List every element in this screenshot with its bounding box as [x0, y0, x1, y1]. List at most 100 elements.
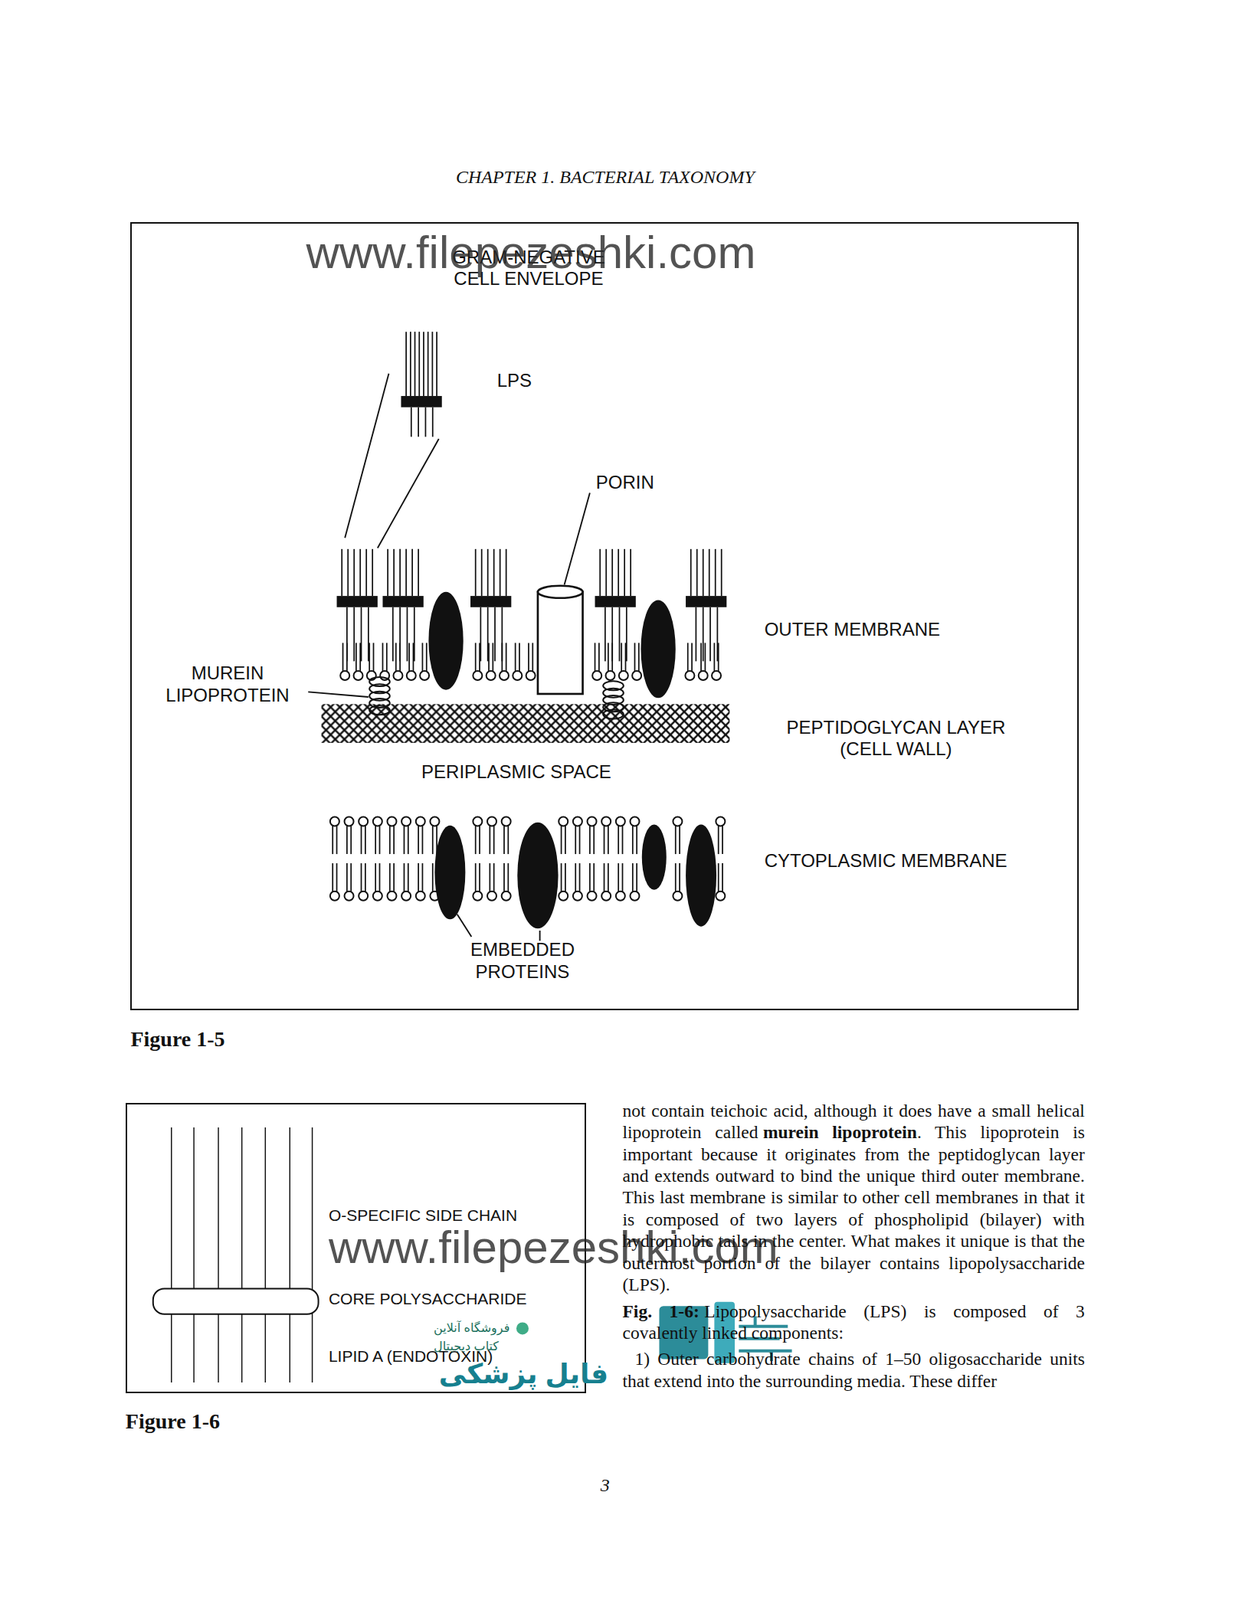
- stroke: [389, 825, 391, 855]
- stroke: [331, 825, 334, 855]
- stroke: [407, 825, 410, 855]
- lipid-head: [429, 816, 440, 826]
- stroke: [417, 863, 420, 892]
- stroke: [422, 863, 424, 892]
- stroke: [493, 825, 495, 855]
- stroke: [410, 407, 413, 438]
- lipid-head: [393, 671, 403, 681]
- bold-term: Fig. 1-6:: [622, 1301, 700, 1322]
- stroke: [507, 825, 509, 855]
- lipid-head: [672, 891, 682, 901]
- stroke: [408, 642, 410, 672]
- stroke: [422, 642, 424, 672]
- stroke: [399, 549, 401, 597]
- lipid-head: [601, 816, 611, 826]
- stroke: [364, 863, 367, 892]
- stroke: [560, 863, 563, 892]
- stroke: [359, 549, 361, 597]
- lipid-head: [619, 671, 629, 681]
- lipid-head: [684, 671, 695, 681]
- lipid-head: [487, 816, 497, 826]
- stroke: [475, 863, 477, 892]
- lipid-head: [698, 671, 708, 681]
- lps-core: [470, 596, 512, 608]
- stroke: [479, 607, 482, 662]
- stroke: [617, 549, 620, 597]
- lipid-head: [419, 671, 430, 681]
- stroke: [307, 691, 369, 698]
- stroke: [355, 642, 358, 672]
- lipid-head: [629, 816, 639, 826]
- lipid-head: [330, 891, 340, 901]
- stroke: [632, 863, 634, 892]
- stroke: [721, 825, 724, 855]
- lipid-head: [353, 671, 364, 681]
- lps-core: [382, 596, 423, 608]
- stroke: [717, 863, 720, 892]
- cell-envelope-drawing: [307, 331, 730, 941]
- lipid-head: [558, 816, 568, 826]
- membrane-protein: [642, 824, 667, 890]
- lipid-head: [501, 816, 512, 826]
- figure-number: Figure 1-6: [125, 1408, 220, 1436]
- stroke: [193, 1127, 194, 1383]
- stroke: [674, 863, 677, 892]
- stroke: [702, 607, 705, 662]
- lipid-head: [526, 671, 536, 681]
- stroke: [406, 607, 409, 662]
- stroke: [350, 825, 352, 855]
- stroke: [425, 642, 428, 672]
- body-text: 1) Outer carbohydrate chains of 1–50 oli…: [622, 1349, 1085, 1391]
- stroke: [360, 863, 363, 892]
- stroke: [507, 863, 509, 892]
- stroke: [377, 439, 440, 549]
- lipid-head: [501, 891, 512, 901]
- stroke: [700, 642, 702, 672]
- stroke: [674, 825, 677, 855]
- page-number: 3: [600, 1474, 610, 1498]
- stroke: [350, 863, 352, 892]
- lipoprotein-coil: [369, 705, 390, 715]
- lps-drawing: [153, 1127, 319, 1383]
- stroke: [417, 825, 420, 855]
- lipid-head: [499, 671, 509, 681]
- stroke: [518, 642, 521, 672]
- lipid-head: [672, 816, 682, 826]
- lipid-head: [715, 891, 725, 901]
- stroke: [635, 825, 638, 855]
- stroke: [340, 549, 343, 597]
- lipid-head: [601, 891, 611, 901]
- lipid-head: [386, 816, 397, 826]
- stroke: [493, 863, 495, 892]
- paragraph: 1) Outer carbohydrate chains of 1–50 oli…: [622, 1348, 1085, 1393]
- part-label: PORIN: [596, 471, 655, 495]
- stroke: [427, 331, 430, 397]
- stroke: [611, 549, 613, 597]
- stroke: [589, 825, 591, 855]
- stroke: [560, 825, 563, 855]
- stroke: [389, 863, 391, 892]
- stroke: [392, 607, 394, 662]
- part-label: CYTOPLASMIC MEMBRANE: [764, 850, 1008, 873]
- text-column: not contain teichoic acid, although it d…: [622, 1100, 1085, 1393]
- stroke: [635, 863, 638, 892]
- stroke: [717, 825, 720, 855]
- paragraph: not contain teichoic acid, although it d…: [622, 1100, 1085, 1297]
- lipid-head: [558, 891, 568, 901]
- paragraph: Fig. 1-6:Lipopolysaccharide (LPS) is com…: [622, 1300, 1085, 1345]
- stroke: [634, 642, 636, 672]
- stroke: [487, 549, 489, 597]
- stroke: [170, 1127, 172, 1383]
- stroke: [487, 607, 489, 662]
- lipid-head: [386, 891, 397, 901]
- lps-core: [337, 596, 378, 608]
- stroke: [346, 607, 348, 662]
- stroke: [617, 863, 620, 892]
- stroke: [336, 863, 338, 892]
- stroke: [475, 549, 477, 597]
- stroke: [405, 331, 407, 397]
- stroke: [411, 549, 413, 597]
- membrane-protein: [428, 592, 463, 691]
- membrane-protein: [434, 825, 466, 921]
- watermark: www.filepezeshki.com: [306, 225, 757, 281]
